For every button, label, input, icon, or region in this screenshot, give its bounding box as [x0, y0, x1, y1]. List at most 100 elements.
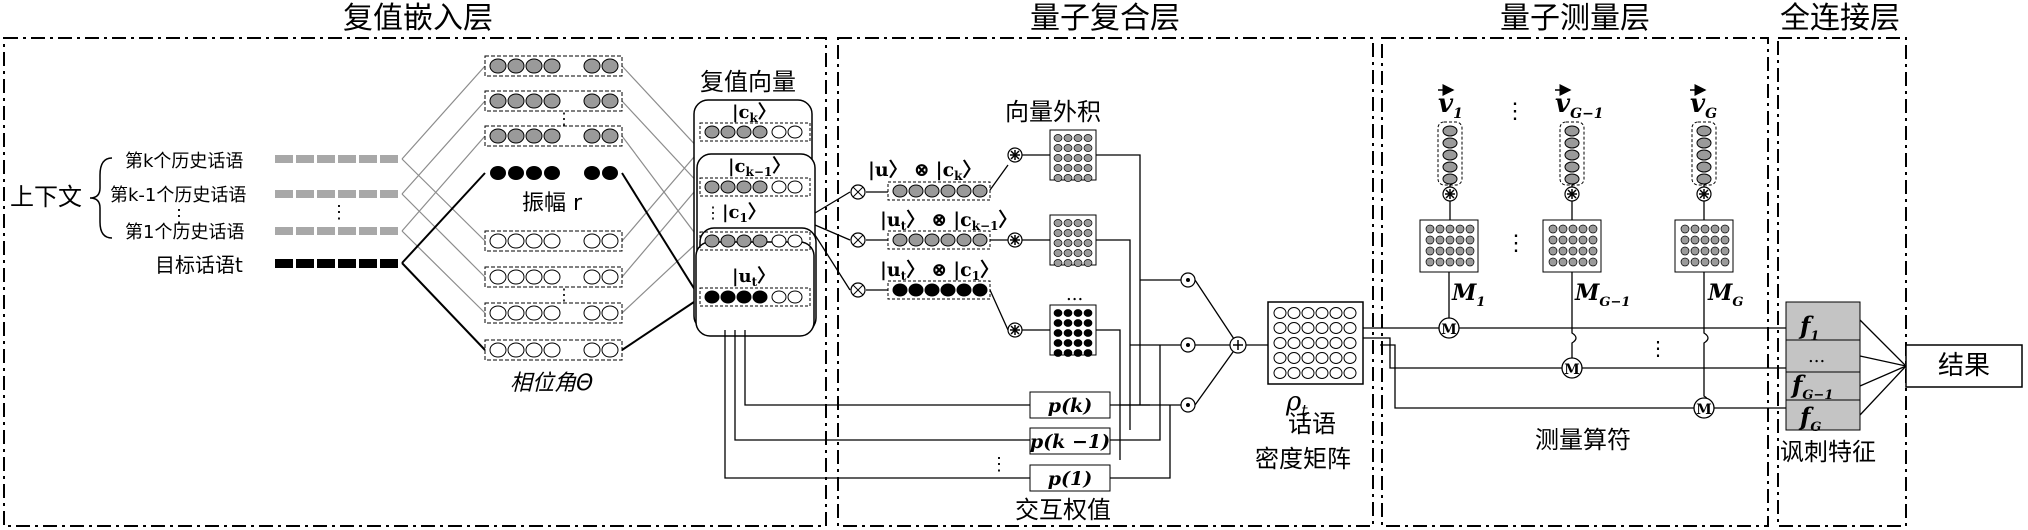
density-matrix: [1267, 301, 1364, 385]
section-title-compose: 量子复合层: [1030, 1, 1180, 36]
outer-matrix-1-cell: [1083, 329, 1093, 337]
pk-box: p(k): [1029, 391, 1111, 419]
outer-matrix-k-cell: [1063, 154, 1073, 162]
section-title-fc: 全连接层: [1780, 1, 1900, 36]
vdots-measure-matrix: ⋮: [1505, 231, 1527, 256]
measure-matrix-1-cell: [1435, 257, 1445, 267]
measure-matrix-G1-cell: [1558, 257, 1568, 267]
target-fan-lines: [401, 172, 701, 351]
outer-matrix-1-cell: [1083, 309, 1093, 317]
outer-matrix-1-cell: [1073, 349, 1083, 357]
measure-matrix-1-cell: [1465, 257, 1475, 267]
measure-matrix-1: [1419, 219, 1479, 273]
density-matrix-cell: [1329, 322, 1343, 334]
outer-matrix-k1-cell: [1053, 249, 1063, 257]
measure-matrix-G1-cell: [1588, 246, 1598, 256]
amplitude-vectors: ⋮ 振幅 r: [484, 55, 623, 216]
measure-matrix-1-cell: [1455, 246, 1465, 256]
vdots-measure-vec: ⋮: [1504, 99, 1526, 124]
density-matrix-cell: [1273, 367, 1287, 379]
density-matrix-cell: [1273, 322, 1287, 334]
density-matrix-cell: [1287, 337, 1301, 349]
measure-matrix-G-cell: [1690, 224, 1700, 234]
outer-matrix-k-cell: [1053, 164, 1063, 172]
density-matrix-cell: [1287, 307, 1301, 319]
measure-matrix-1-cell: [1425, 257, 1435, 267]
measure-matrix-1-cell: [1445, 224, 1455, 234]
target-utterance-label: 目标话语t: [155, 253, 243, 277]
outer-product-matrix-k1: [1049, 214, 1097, 267]
measure-matrix-G-cell: [1700, 224, 1710, 234]
outer-matrix-k-cell: [1073, 174, 1083, 182]
vdots-bars: ⋮: [330, 202, 348, 223]
ket-ut: |ut〉: [732, 266, 775, 289]
measure-matrix-1-cell: [1465, 224, 1475, 234]
ket-ck1: |ck−1〉: [728, 156, 790, 179]
density-label-2: 密度矩阵: [1255, 445, 1351, 473]
phase-vector-1: [484, 302, 623, 324]
measure-matrix-1-cell: [1455, 224, 1465, 234]
measure-matrix-G-cell: [1700, 246, 1710, 256]
density-matrix-cell: [1315, 352, 1329, 364]
utterance-1-label: 第1个历史话语: [125, 222, 244, 243]
measure-matrix-G-cell: [1690, 257, 1700, 267]
density-matrix-cell: [1273, 307, 1287, 319]
phase-vector-k: [484, 230, 623, 252]
vdots-utterances: ⋮: [170, 206, 188, 227]
interaction-weight-label: 交互权值: [1015, 496, 1111, 524]
outer-matrix-1-cell: [1073, 319, 1083, 327]
measure-matrix-G1-cell: [1578, 224, 1588, 234]
outer-matrix-k1-cell: [1083, 259, 1093, 267]
density-matrix-cell: [1287, 322, 1301, 334]
vdots-measure-lines: ⋮: [1648, 336, 1668, 360]
section-title-embed: 复值嵌入层: [343, 1, 493, 36]
pk1-label: p(k −1): [1030, 431, 1110, 453]
outer-matrix-k1-cell: [1083, 229, 1093, 237]
rho-label: ρt: [1285, 387, 1308, 420]
measure-matrix-1-cell: [1435, 235, 1445, 245]
outer-matrix-k1-cell: [1063, 249, 1073, 257]
outer-matrix-k-cell: [1083, 174, 1093, 182]
measure-horizontal-lines: [1363, 327, 1786, 409]
embed-layer-frame: [3, 37, 827, 527]
amp-vector-k: [484, 55, 623, 77]
measure-matrix-1-cell: [1455, 257, 1465, 267]
measure-matrix-1-cell: [1465, 246, 1475, 256]
compose-layer-frame: [837, 37, 1374, 527]
density-matrix-cell: [1315, 322, 1329, 334]
density-matrix-cell: [1287, 367, 1301, 379]
outer-matrix-k1-cell: [1073, 229, 1083, 237]
tensor-row-k1: |ut〉⊗|ck−1〉: [880, 208, 1017, 250]
measurement-vectors: v1 ⋮ vG−1 vG: [1437, 84, 1717, 186]
density-label-1: 话语: [1288, 410, 1336, 438]
outer-product-title: 向量外积: [1005, 98, 1101, 126]
outer-matrix-k1-cell: [1063, 219, 1073, 227]
density-matrix-cell: [1343, 322, 1357, 334]
density-matrix-cell: [1301, 322, 1315, 334]
fdots-label: ...: [1808, 346, 1825, 367]
measure-matrix-G1-cell: [1568, 224, 1578, 234]
section-frames: [3, 37, 1907, 527]
outer-matrix-1-cell: [1083, 349, 1093, 357]
outer-matrix-k1-cell: [1063, 259, 1073, 267]
feature-column: [1785, 301, 1861, 431]
vdots-weights: ⋮: [990, 454, 1008, 475]
measure-operator-label: 测量算符: [1535, 426, 1631, 454]
outer-matrix-k1-cell: [1073, 239, 1083, 247]
outer-matrix-k-cell: [1073, 154, 1083, 162]
utterance-k-bar: [275, 155, 398, 163]
vG1-label: vG−1: [1555, 89, 1604, 122]
context-brace: [89, 157, 113, 239]
outer-matrix-1-cell: [1053, 309, 1063, 317]
measure-matrix-G-cell: [1700, 257, 1710, 267]
complex-vector-k1: |ck−1〉: [699, 156, 811, 197]
measure-matrix-G1-cell: [1578, 235, 1588, 245]
density-matrix-cell: [1343, 337, 1357, 349]
measure-matrix-1-cell: [1425, 246, 1435, 256]
outer-matrix-1-cell: [1053, 339, 1063, 347]
section-title-measure: 量子测量层: [1500, 1, 1650, 36]
outer-matrix-k-cell: [1063, 134, 1073, 142]
measure-matrix-1-cell: [1455, 235, 1465, 245]
phase-vectors: ⋮ 相位角Θ: [484, 230, 623, 396]
measure-matrix-G1-cell: [1548, 246, 1558, 256]
